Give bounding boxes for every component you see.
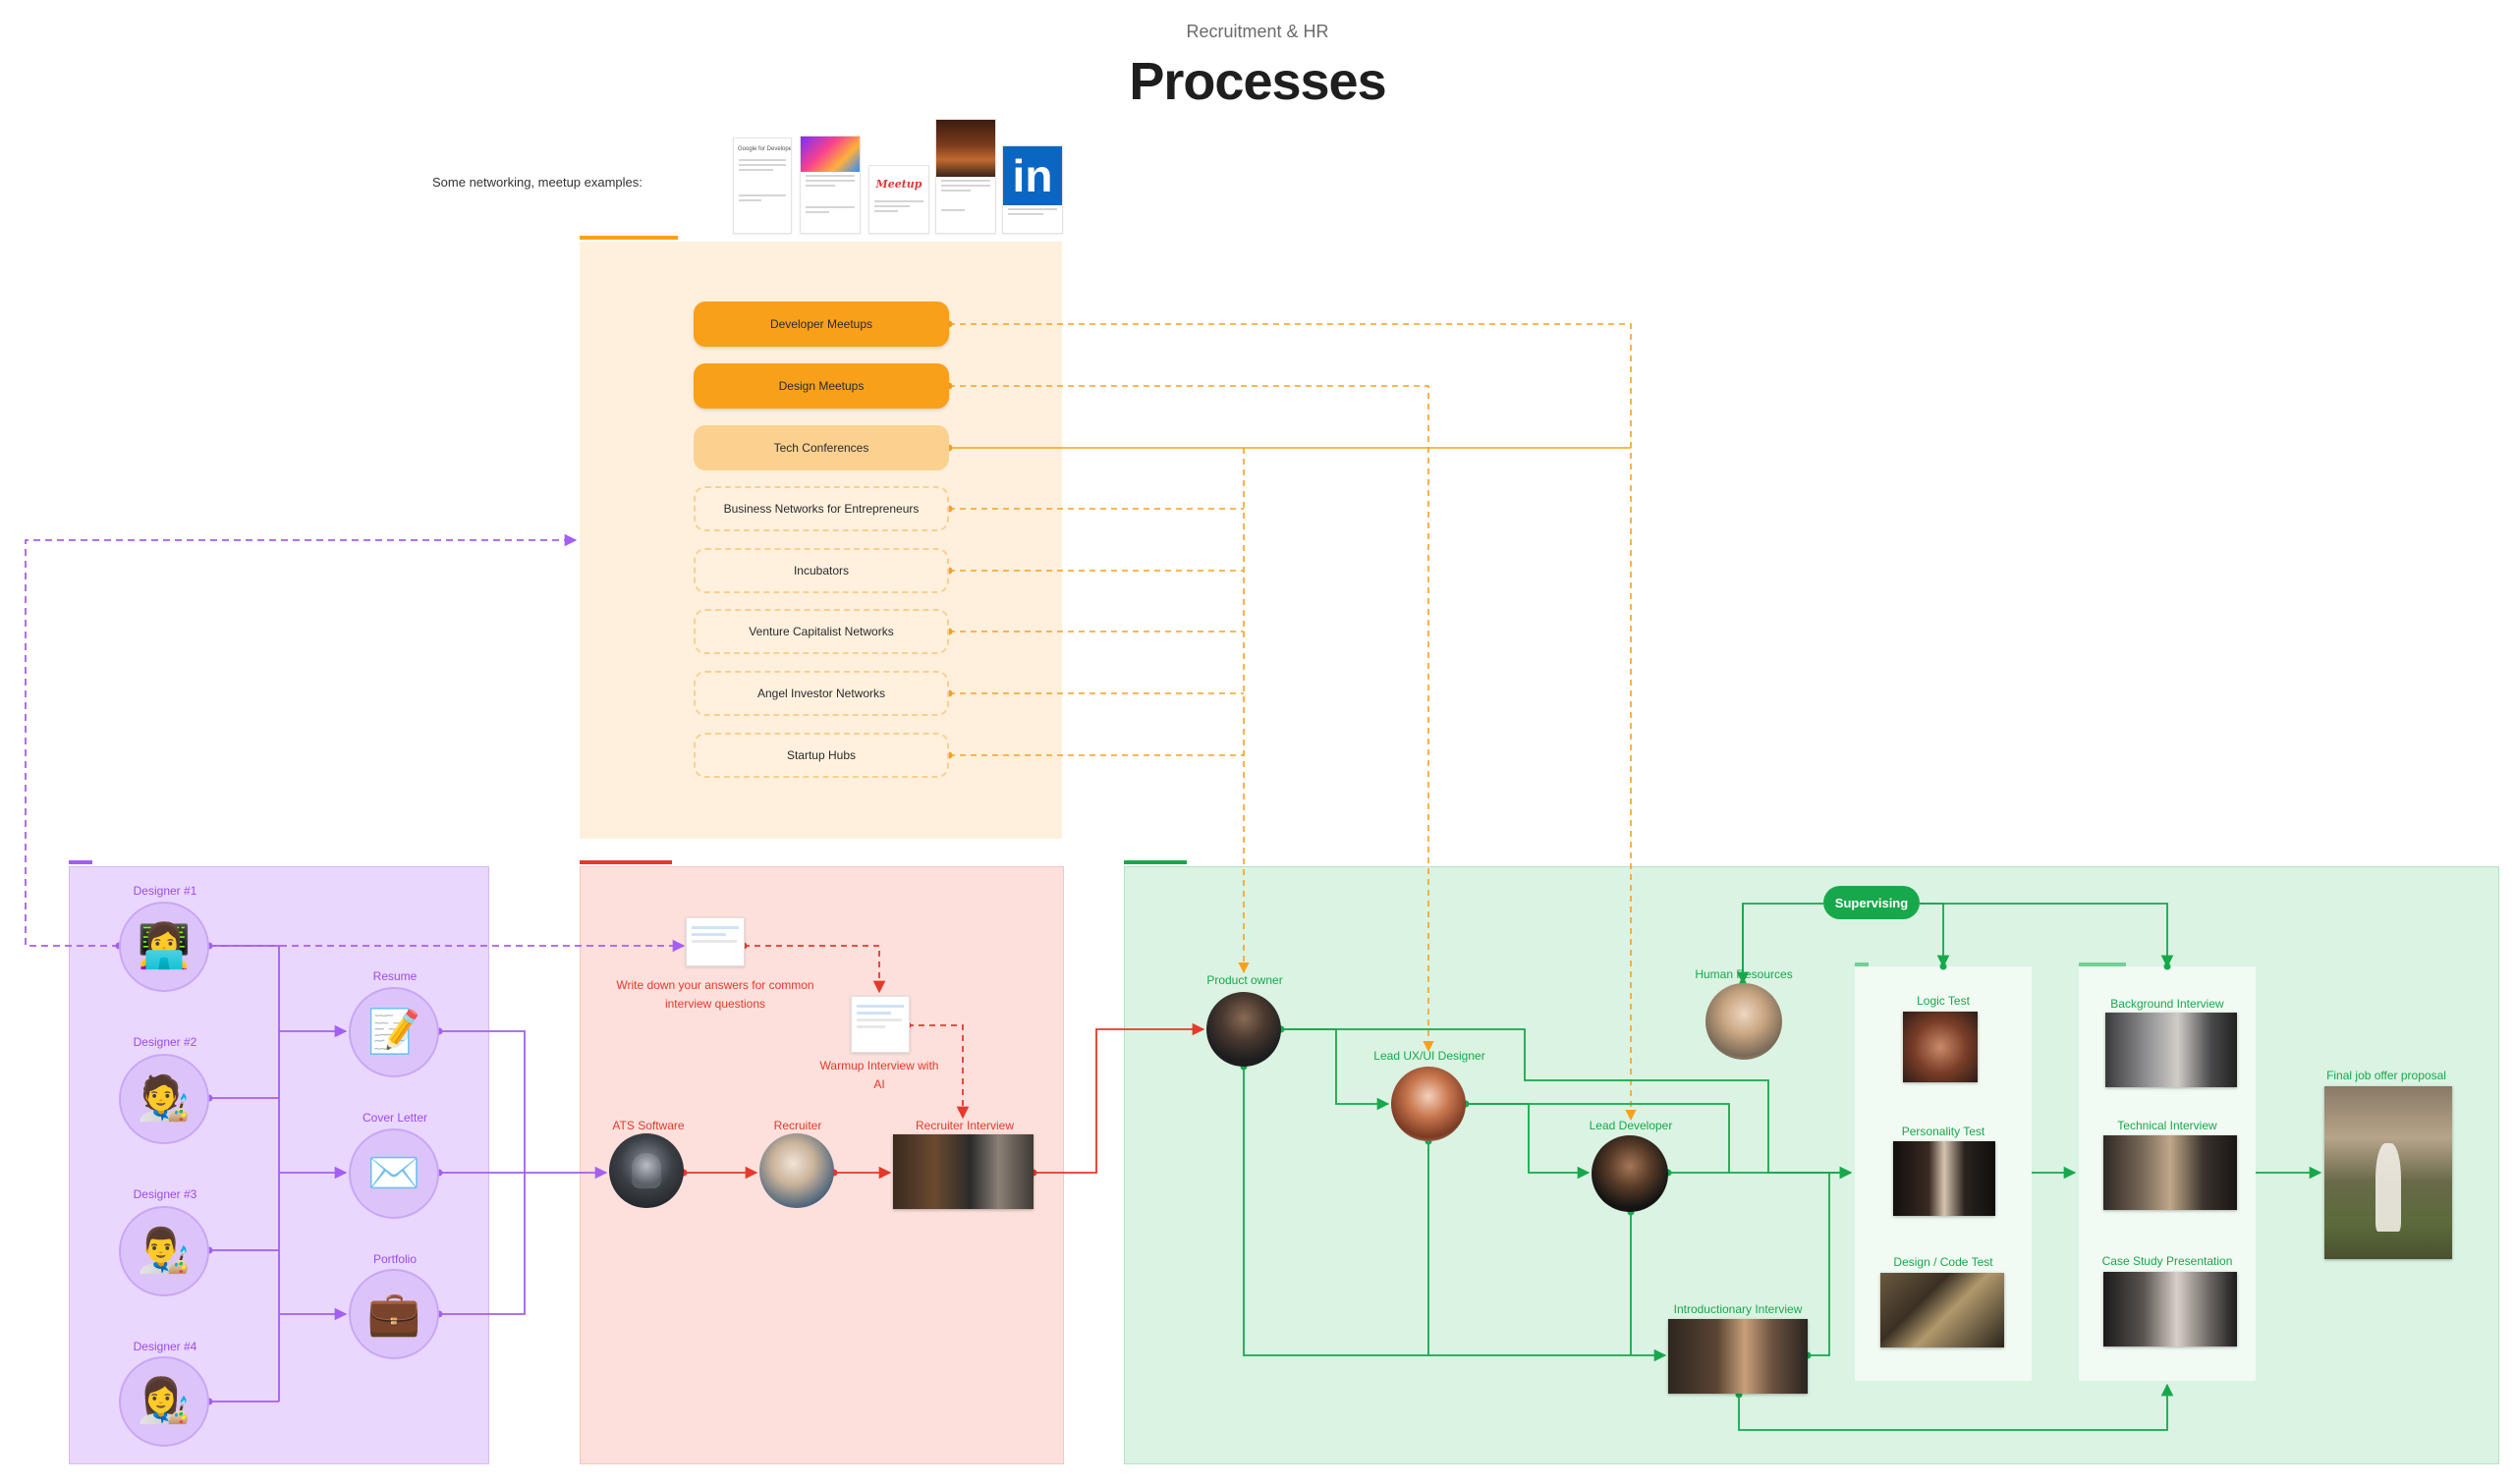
intro-interview-photo[interactable] [1668, 1319, 1808, 1394]
hiring-zone-tag [1124, 860, 1187, 864]
event-startup-hubs[interactable]: Startup Hubs [694, 733, 949, 778]
supervising-badge[interactable]: Supervising [1823, 886, 1920, 919]
meetup-logo-page-icon[interactable]: Meetup [868, 165, 929, 234]
case-study-photo[interactable] [2103, 1272, 2237, 1347]
product-owner-avatar[interactable] [1206, 992, 1281, 1067]
envelope-icon[interactable]: ✉️ [349, 1128, 439, 1219]
page-subtitle: Recruitment & HR [1186, 22, 1329, 41]
thumbnail-caption: Google for Developers [738, 146, 792, 152]
lead-ux-label: Lead UX/UI Designer [1373, 1049, 1485, 1063]
woman-artist-icon[interactable]: 👩‍🎨 [119, 1356, 209, 1447]
event-tech-conferences[interactable]: Tech Conferences [694, 425, 949, 470]
memo-icon[interactable]: 📝 [349, 987, 439, 1077]
background-interview-label: Background Interview [2110, 997, 2224, 1011]
portfolio-label: Portfolio [372, 1252, 418, 1266]
design-code-test-label: Design / Code Test [1893, 1255, 1993, 1269]
man-artist-icon[interactable]: 👨‍🎨 [119, 1206, 209, 1296]
case-study-label: Case Study Presentation [2101, 1254, 2233, 1268]
linkedin-page-icon[interactable]: in [1002, 145, 1063, 234]
design-code-test-photo[interactable] [1880, 1273, 2004, 1347]
lead-developer-avatar[interactable] [1592, 1135, 1668, 1212]
final-offer-photo[interactable] [2324, 1086, 2452, 1259]
technical-interview-label: Technical Interview [2117, 1119, 2217, 1132]
briefcase-icon[interactable]: 💼 [349, 1269, 439, 1359]
answers-doc-icon[interactable] [686, 917, 745, 966]
lead-ux-designer-avatar[interactable] [1391, 1067, 1466, 1141]
events-zone-tag [580, 236, 678, 240]
designer-3-label: Designer #3 [133, 1187, 197, 1201]
personality-test-photo[interactable] [1893, 1141, 1995, 1216]
networking-examples-label: Some networking, meetup examples: [432, 175, 643, 190]
cover-letter-label: Cover Letter [362, 1111, 428, 1125]
logic-test-photo[interactable] [1903, 1012, 1978, 1082]
recruiter-interview-photo[interactable] [893, 1134, 1034, 1209]
page-title: Processes [1129, 52, 1386, 111]
hiring-zone [1124, 866, 2499, 1464]
recruiter-label: Recruiter [773, 1119, 822, 1132]
prep-answers-note: Write down your answers for common inter… [616, 978, 814, 1011]
event-incubators[interactable]: Incubators [694, 548, 949, 593]
human-resources-avatar[interactable] [1705, 983, 1782, 1060]
interviews-column-tag [2079, 962, 2126, 966]
ats-software-label: ATS Software [612, 1119, 685, 1132]
screening-zone-tag [580, 860, 672, 864]
candidates-zone-tag [69, 860, 92, 864]
event-design-meetups[interactable]: Design Meetups [694, 363, 949, 409]
person-artist-icon[interactable]: 🧑‍🎨 [119, 1054, 209, 1144]
human-resources-label: Human Resources [1695, 967, 1793, 981]
resume-label: Resume [372, 969, 418, 983]
recruiter-interview-label: Recruiter Interview [915, 1119, 1015, 1132]
technical-interview-photo[interactable] [2103, 1135, 2237, 1210]
ai-warmup-doc-icon[interactable] [851, 996, 910, 1053]
intro-interview-label: Introductionary Interview [1673, 1302, 1803, 1316]
event-vc-networks[interactable]: Venture Capitalist Networks [694, 609, 949, 654]
background-interview-photo[interactable] [2105, 1013, 2237, 1087]
ats-robot-avatar[interactable] [609, 1133, 684, 1208]
final-offer-label: Final job offer proposal [2326, 1069, 2446, 1082]
woman-technologist-icon[interactable]: 👩‍💻 [119, 902, 209, 992]
logic-test-label: Logic Test [1917, 994, 1970, 1008]
colorful-event-page-icon[interactable] [800, 136, 861, 234]
google-for-developers-page-icon[interactable]: Google for Developers [733, 137, 792, 234]
tests-column-tag [1855, 962, 1869, 966]
group-photo-page-icon[interactable] [935, 119, 996, 234]
event-business-networks[interactable]: Business Networks for Entrepreneurs [694, 486, 949, 531]
designer-1-label: Designer #1 [133, 884, 197, 898]
lead-developer-label: Lead Developer [1589, 1119, 1673, 1132]
designer-2-label: Designer #2 [133, 1035, 197, 1049]
recruiter-avatar[interactable] [759, 1133, 834, 1208]
event-developer-meetups[interactable]: Developer Meetups [694, 302, 949, 347]
warmup-interview-label: Warmup Interview with AI [819, 1059, 939, 1091]
product-owner-label: Product owner [1206, 973, 1283, 987]
linkedin-logo: in [1003, 146, 1062, 205]
event-angel-investor-networks[interactable]: Angel Investor Networks [694, 671, 949, 716]
designer-4-label: Designer #4 [133, 1340, 197, 1353]
personality-test-label: Personality Test [1901, 1125, 1985, 1138]
